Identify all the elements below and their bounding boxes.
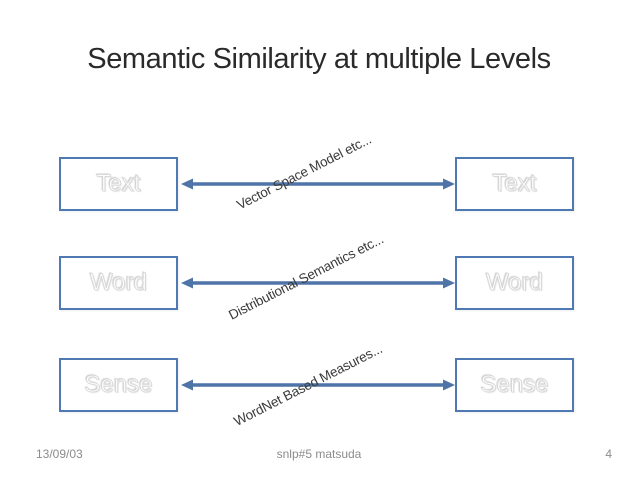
similarity-row-word: Word Distributional Semantics etc... Wor… (0, 231, 638, 323)
level-box-word-right: Word (455, 256, 574, 310)
level-label: Sense (480, 371, 549, 399)
footer-date: 13/09/03 (36, 447, 83, 461)
level-label: Text (492, 170, 537, 198)
relation-label: Vector Space Model etc... (234, 131, 374, 213)
level-box-sense-left: Sense (59, 358, 178, 412)
level-box-sense-right: Sense (455, 358, 574, 412)
level-box-text-right: Text (455, 157, 574, 211)
footer-credit: snlp#5 matsuda (276, 447, 362, 461)
slide-title: Semantic Similarity at multiple Levels (87, 43, 551, 75)
double-headed-arrow-icon (181, 379, 455, 391)
double-headed-arrow-icon (181, 277, 455, 289)
level-box-text-left: Text (59, 157, 178, 211)
level-label: Word (90, 269, 148, 297)
level-box-word-left: Word (59, 256, 178, 310)
similarity-row-text: Text Vector Space Model etc... Text (0, 132, 638, 212)
similarity-row-sense: Sense WordNet Based Measures... Sense (0, 341, 638, 429)
level-label: Sense (84, 371, 153, 399)
level-label: Text (96, 170, 141, 198)
double-headed-arrow-icon (181, 178, 455, 190)
footer-page-number: 4 (605, 447, 612, 461)
level-label: Word (486, 269, 544, 297)
